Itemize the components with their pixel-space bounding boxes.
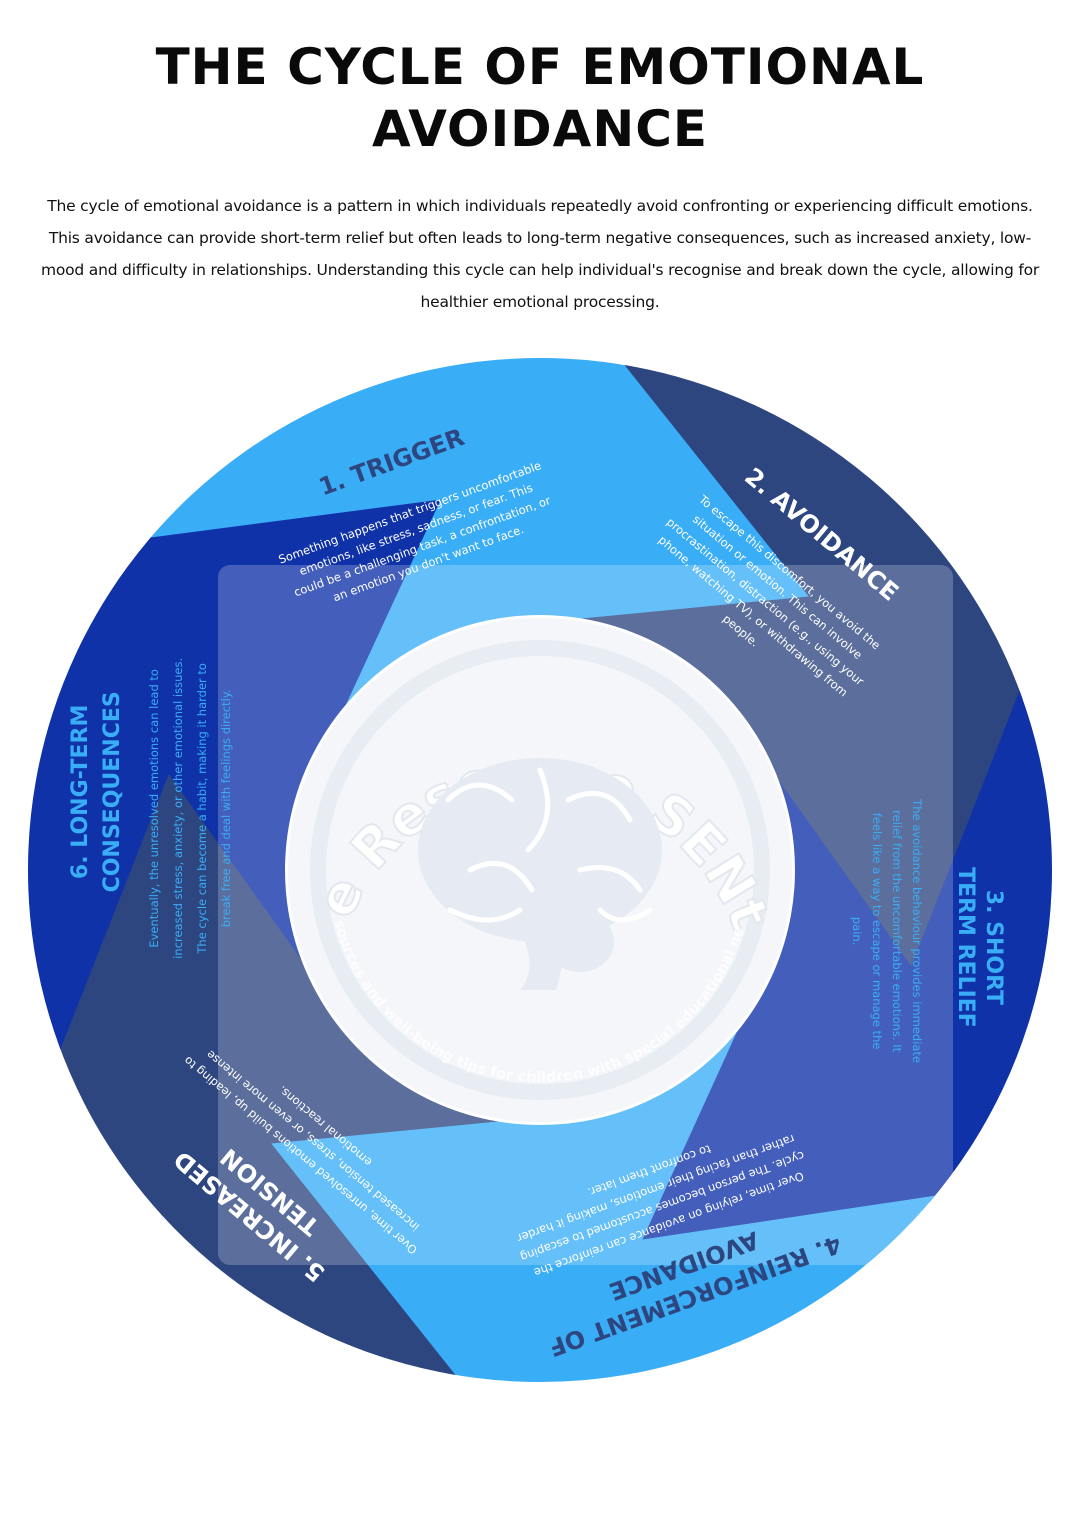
watermark-ring: [310, 640, 770, 1100]
emotional-avoidance-cycle-diagram: The Resource SENtreResources and well-be…: [0, 330, 1052, 1382]
step-description-line: relief from the uncomfortable emotions. …: [890, 810, 904, 1052]
page-title: THE CYCLE OF EMOTIONAL AVOIDANCE: [0, 36, 1080, 160]
segment-long-term-consequences: [27, 499, 441, 1050]
page-title-line-2: AVOIDANCE: [371, 100, 709, 158]
cycle-segments: [27, 358, 1052, 1382]
step-title-line: CONSEQUENCES: [100, 691, 125, 892]
step-description-line: The avoidance behaviour provides immedia…: [910, 798, 924, 1063]
intro-paragraph: The cycle of emotional avoidance is a pa…: [40, 197, 1040, 311]
step-description-line: increased stress, anxiety, or other emot…: [171, 658, 185, 959]
step-description-line: break free and deal with feelings direct…: [219, 689, 233, 927]
step-long-term-consequences-description: Eventually, the unresolved emotions can …: [147, 658, 233, 959]
step-title-line: 6. LONG-TERM: [68, 705, 93, 880]
segment-reinforcement: [268, 1032, 936, 1382]
step-title-line: TERM RELIEF: [953, 867, 978, 1028]
step-short-term-relief-description: The avoidance behaviour provides immedia…: [850, 798, 924, 1063]
step-title-line: 3. SHORT: [981, 890, 1006, 1005]
step-description-line: feels like a way to escape or manage the: [870, 813, 884, 1050]
step-description-line: The cycle can become a habit, making it …: [195, 663, 209, 955]
segment-short-term-relief: [639, 690, 1052, 1241]
segment-avoidance: [582, 365, 1023, 970]
step-description-line: pain.: [850, 917, 864, 946]
brain-icon: [418, 758, 662, 990]
segment-trigger: [144, 358, 812, 708]
page-title-line-1: THE CYCLE OF EMOTIONAL: [155, 38, 925, 96]
step-long-term-consequences-title: 6. LONG-TERM CONSEQUENCES: [68, 691, 125, 892]
segment-increased-tension: [57, 770, 498, 1375]
step-description-line: Eventually, the unresolved emotions can …: [147, 669, 161, 948]
